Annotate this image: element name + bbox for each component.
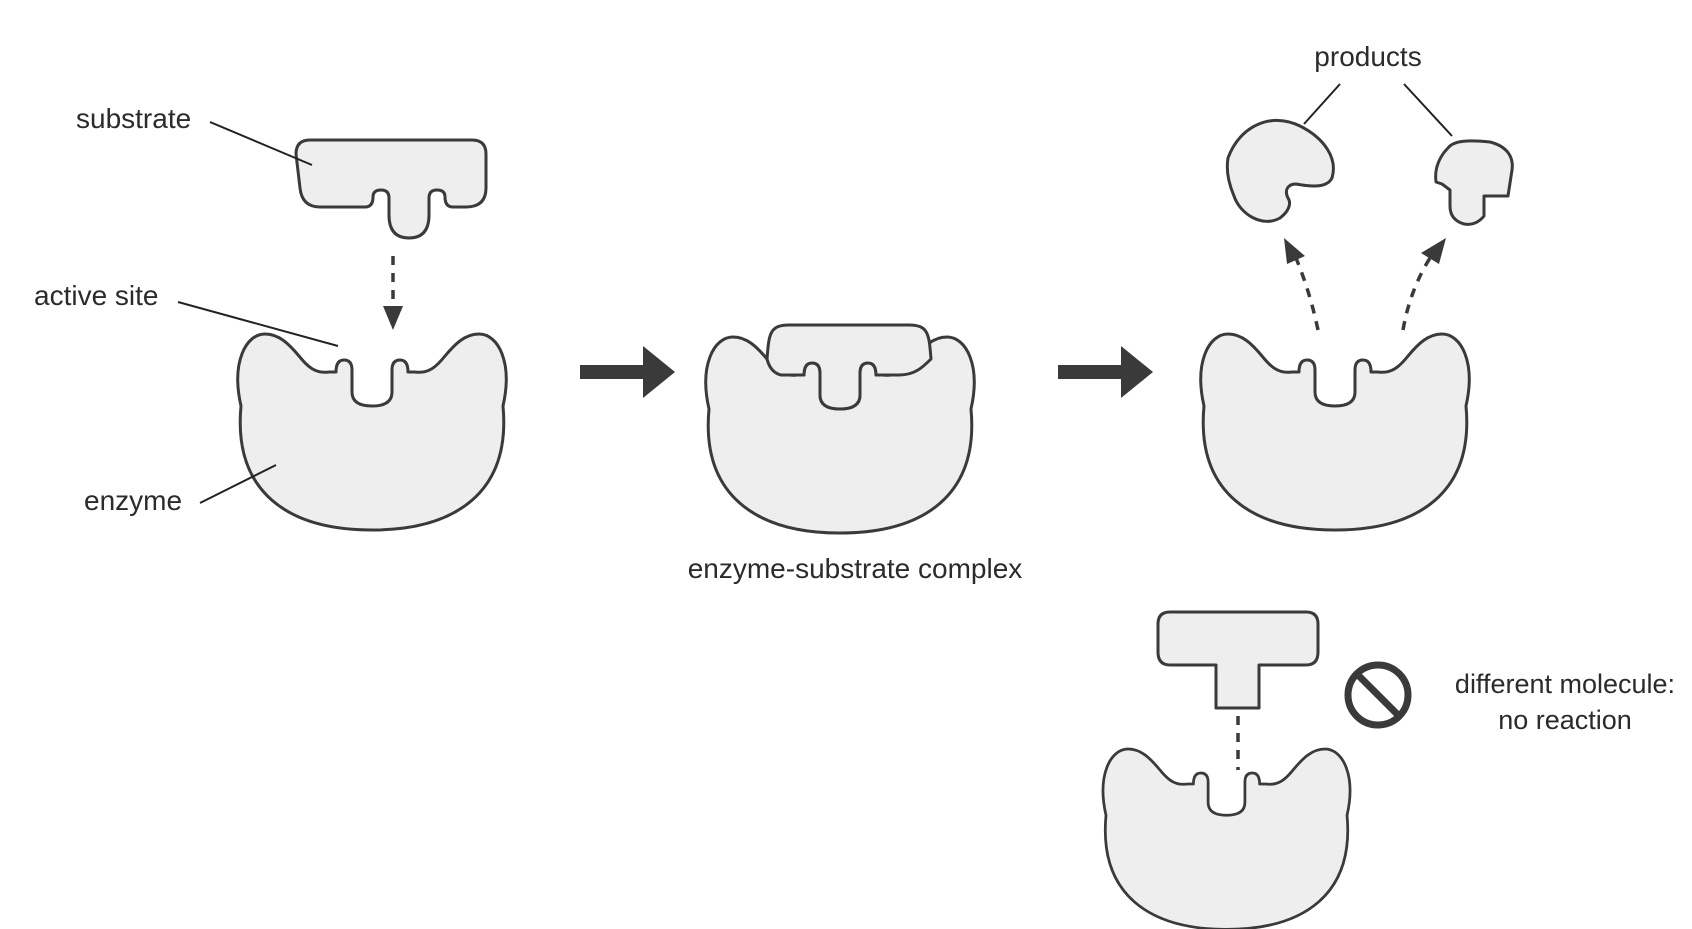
products-label: products — [1314, 41, 1421, 72]
enzyme-stage1 — [236, 332, 508, 532]
active-site-label: active site — [34, 280, 159, 311]
different-molecule — [1156, 610, 1320, 710]
product-right — [1434, 139, 1514, 226]
substrate-leader — [209, 121, 313, 166]
enzyme-no-reaction — [1101, 747, 1352, 929]
binding-arrow — [383, 256, 403, 330]
release-arrow-right — [1401, 238, 1446, 331]
substrate-molecule — [294, 138, 488, 240]
different-molecule-label: different molecule: — [1455, 669, 1675, 699]
product-left — [1225, 118, 1335, 223]
products-leader-left — [1303, 83, 1341, 125]
complex-label: enzyme-substrate complex — [688, 553, 1023, 584]
no-reaction-label: no reaction — [1498, 705, 1632, 735]
enzyme-substrate-complex — [704, 323, 976, 535]
enzyme-stage3 — [1199, 332, 1471, 532]
products-leader-right — [1403, 83, 1453, 137]
release-arrow-left — [1284, 238, 1320, 331]
prohibited-icon — [1344, 661, 1412, 729]
active-site-leader — [177, 301, 339, 347]
enzyme-leader — [199, 464, 277, 504]
process-arrow-1 — [580, 346, 675, 398]
enzyme-label: enzyme — [84, 485, 182, 516]
substrate-label: substrate — [76, 103, 191, 134]
process-arrow-2 — [1058, 346, 1153, 398]
